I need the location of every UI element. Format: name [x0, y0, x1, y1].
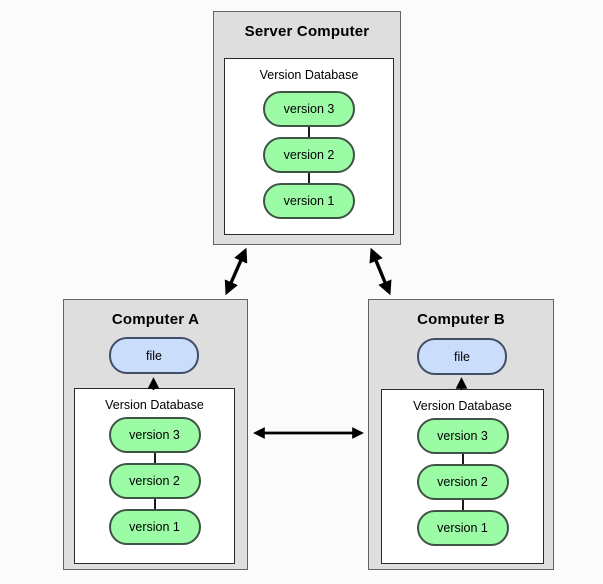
- server-version-2-pill: version 2: [263, 137, 355, 173]
- computer-b-version-database-box: Version Database version 3 version 2 ver…: [381, 389, 544, 564]
- computer-a-version-1-pill: version 1: [108, 509, 201, 545]
- server-computer-box: Server Computer Version Database version…: [213, 11, 401, 245]
- computer-a-version-2-pill: version 2: [108, 463, 201, 499]
- computer-b-version-database-title: Version Database: [413, 399, 512, 413]
- version-connector-line: [461, 454, 464, 464]
- computer-b-title: Computer B: [417, 311, 505, 328]
- server-version-1-pill: version 1: [263, 183, 355, 219]
- server-to-computer-b-arrow: [369, 247, 392, 296]
- server-to-computer-a-arrow: [224, 247, 248, 296]
- computer-a-title: Computer A: [111, 311, 200, 328]
- version-connector-line: [153, 499, 156, 509]
- computer-b-version-3-pill: version 3: [416, 418, 509, 454]
- version-connector-line: [461, 500, 464, 510]
- computer-a-box: Computer A file Version Database version…: [63, 299, 248, 570]
- version-connector-line: [153, 453, 156, 463]
- server-computer-title: Server Computer: [244, 23, 370, 40]
- computer-b-file-pill: file: [417, 338, 507, 375]
- computer-b-version-2-pill: version 2: [416, 464, 509, 500]
- server-version-database-title: Version Database: [259, 68, 359, 82]
- computer-b-box: Computer B file Version Database version…: [368, 299, 554, 570]
- computer-a-version-database-box: Version Database version 3 version 2 ver…: [74, 388, 235, 564]
- computer-a-file-pill: file: [109, 337, 199, 374]
- version-connector-line: [308, 173, 310, 183]
- server-version-3-pill: version 3: [263, 91, 355, 127]
- version-connector-line: [308, 127, 310, 137]
- computer-b-version-1-pill: version 1: [416, 510, 509, 546]
- server-version-database-box: Version Database version 3 version 2 ver…: [224, 58, 394, 235]
- computer-a-version-database-title: Version Database: [105, 398, 204, 412]
- computer-a-version-3-pill: version 3: [108, 417, 201, 453]
